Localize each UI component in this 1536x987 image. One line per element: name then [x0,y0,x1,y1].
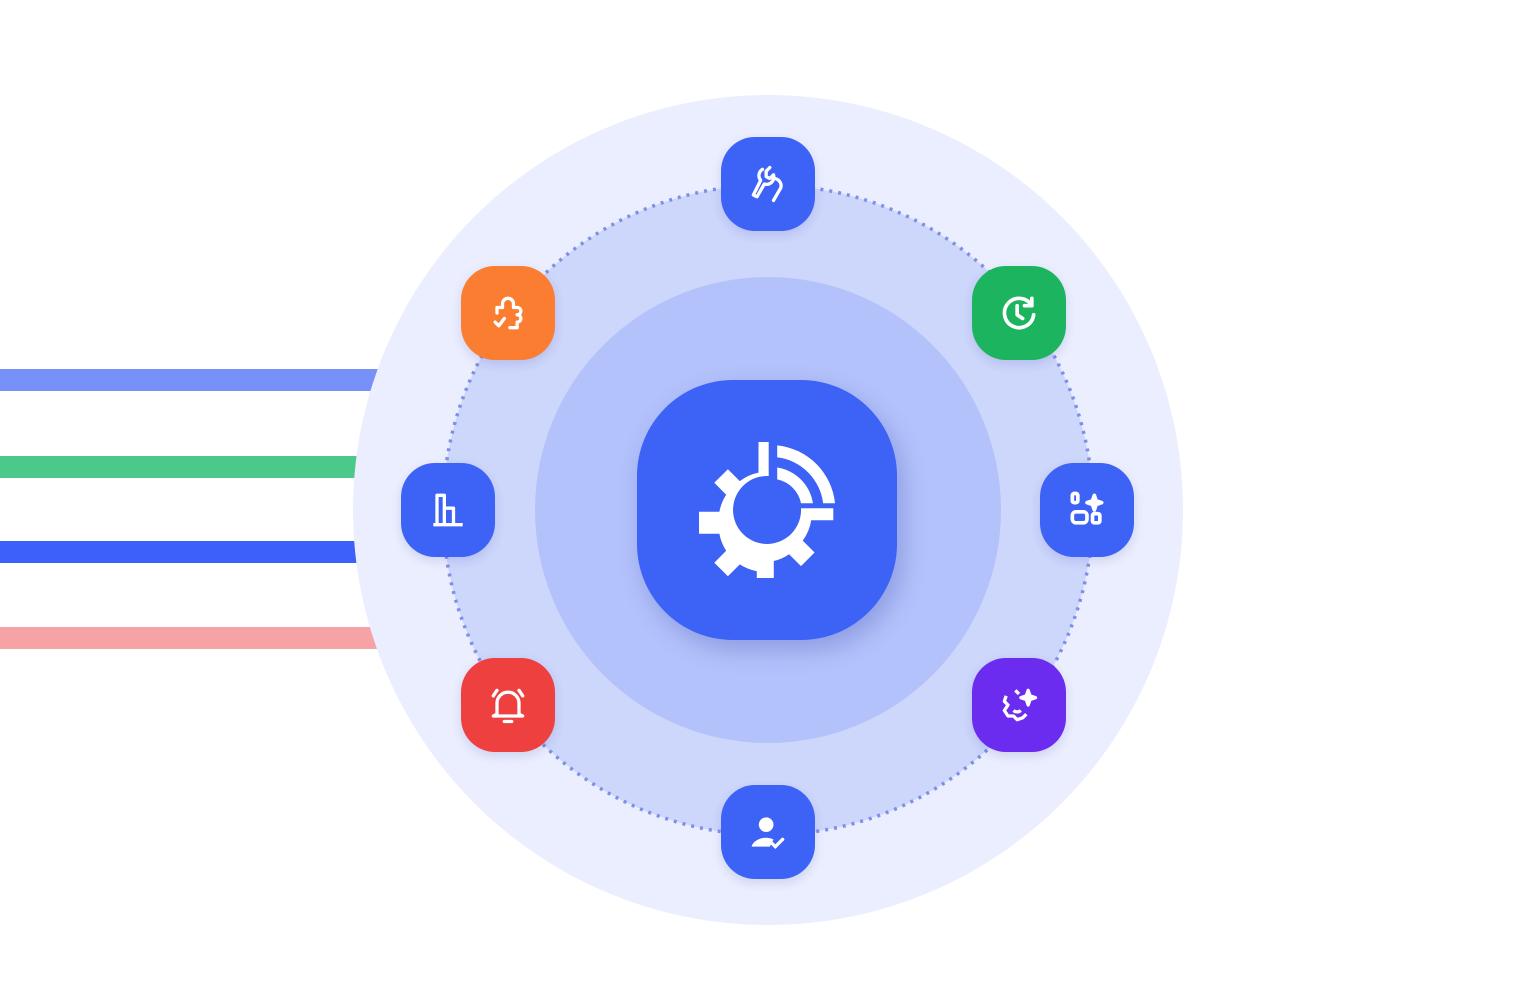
bell-alert-tile[interactable] [461,658,555,752]
bell-alert-icon [491,688,525,724]
clock-refresh-tile[interactable] [972,266,1066,360]
gear-sparkle-tile[interactable] [972,658,1066,752]
apps-sparkle-tile[interactable] [1040,463,1134,557]
connector-line-green [0,456,360,478]
gear-signal-icon [699,442,835,578]
user-check-tile[interactable] [721,785,815,879]
wrench-tile[interactable] [721,137,815,231]
puzzle-check-tile[interactable] [461,266,555,360]
wrench-icon [751,165,783,203]
center-app-tile[interactable] [637,380,897,640]
clock-refresh-icon [1002,296,1036,330]
apps-sparkle-icon [1070,491,1104,525]
building-icon [433,493,463,527]
user-check-icon [751,817,785,850]
connector-line-blue-light [0,369,378,391]
gear-sparkle-icon [1002,688,1038,722]
connector-line-blue [0,541,360,563]
connector-line-pink [0,627,378,649]
puzzle-check-icon [493,296,523,330]
building-tile[interactable] [401,463,495,557]
